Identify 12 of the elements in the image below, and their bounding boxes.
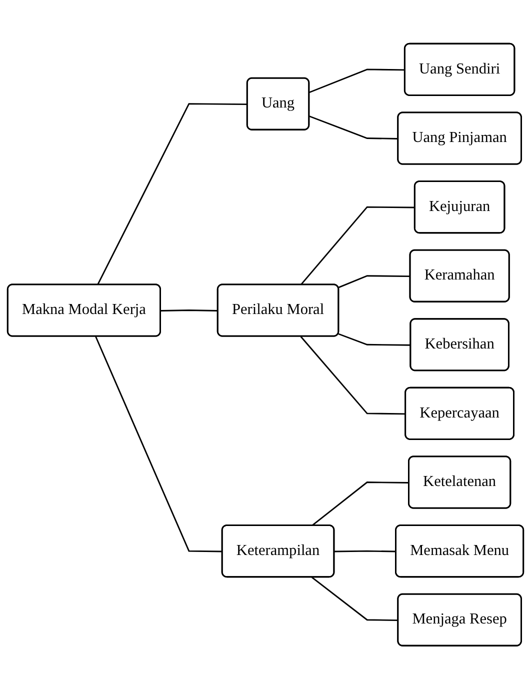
connector (311, 481, 410, 526)
connector (338, 333, 411, 346)
connector (311, 576, 398, 621)
connector (300, 206, 416, 286)
connector (96, 102, 248, 286)
connector (334, 550, 396, 552)
connector (95, 336, 223, 552)
connector (309, 115, 398, 140)
connector (309, 68, 406, 93)
connector (160, 309, 218, 312)
connector (338, 274, 410, 288)
connector (300, 336, 406, 414)
